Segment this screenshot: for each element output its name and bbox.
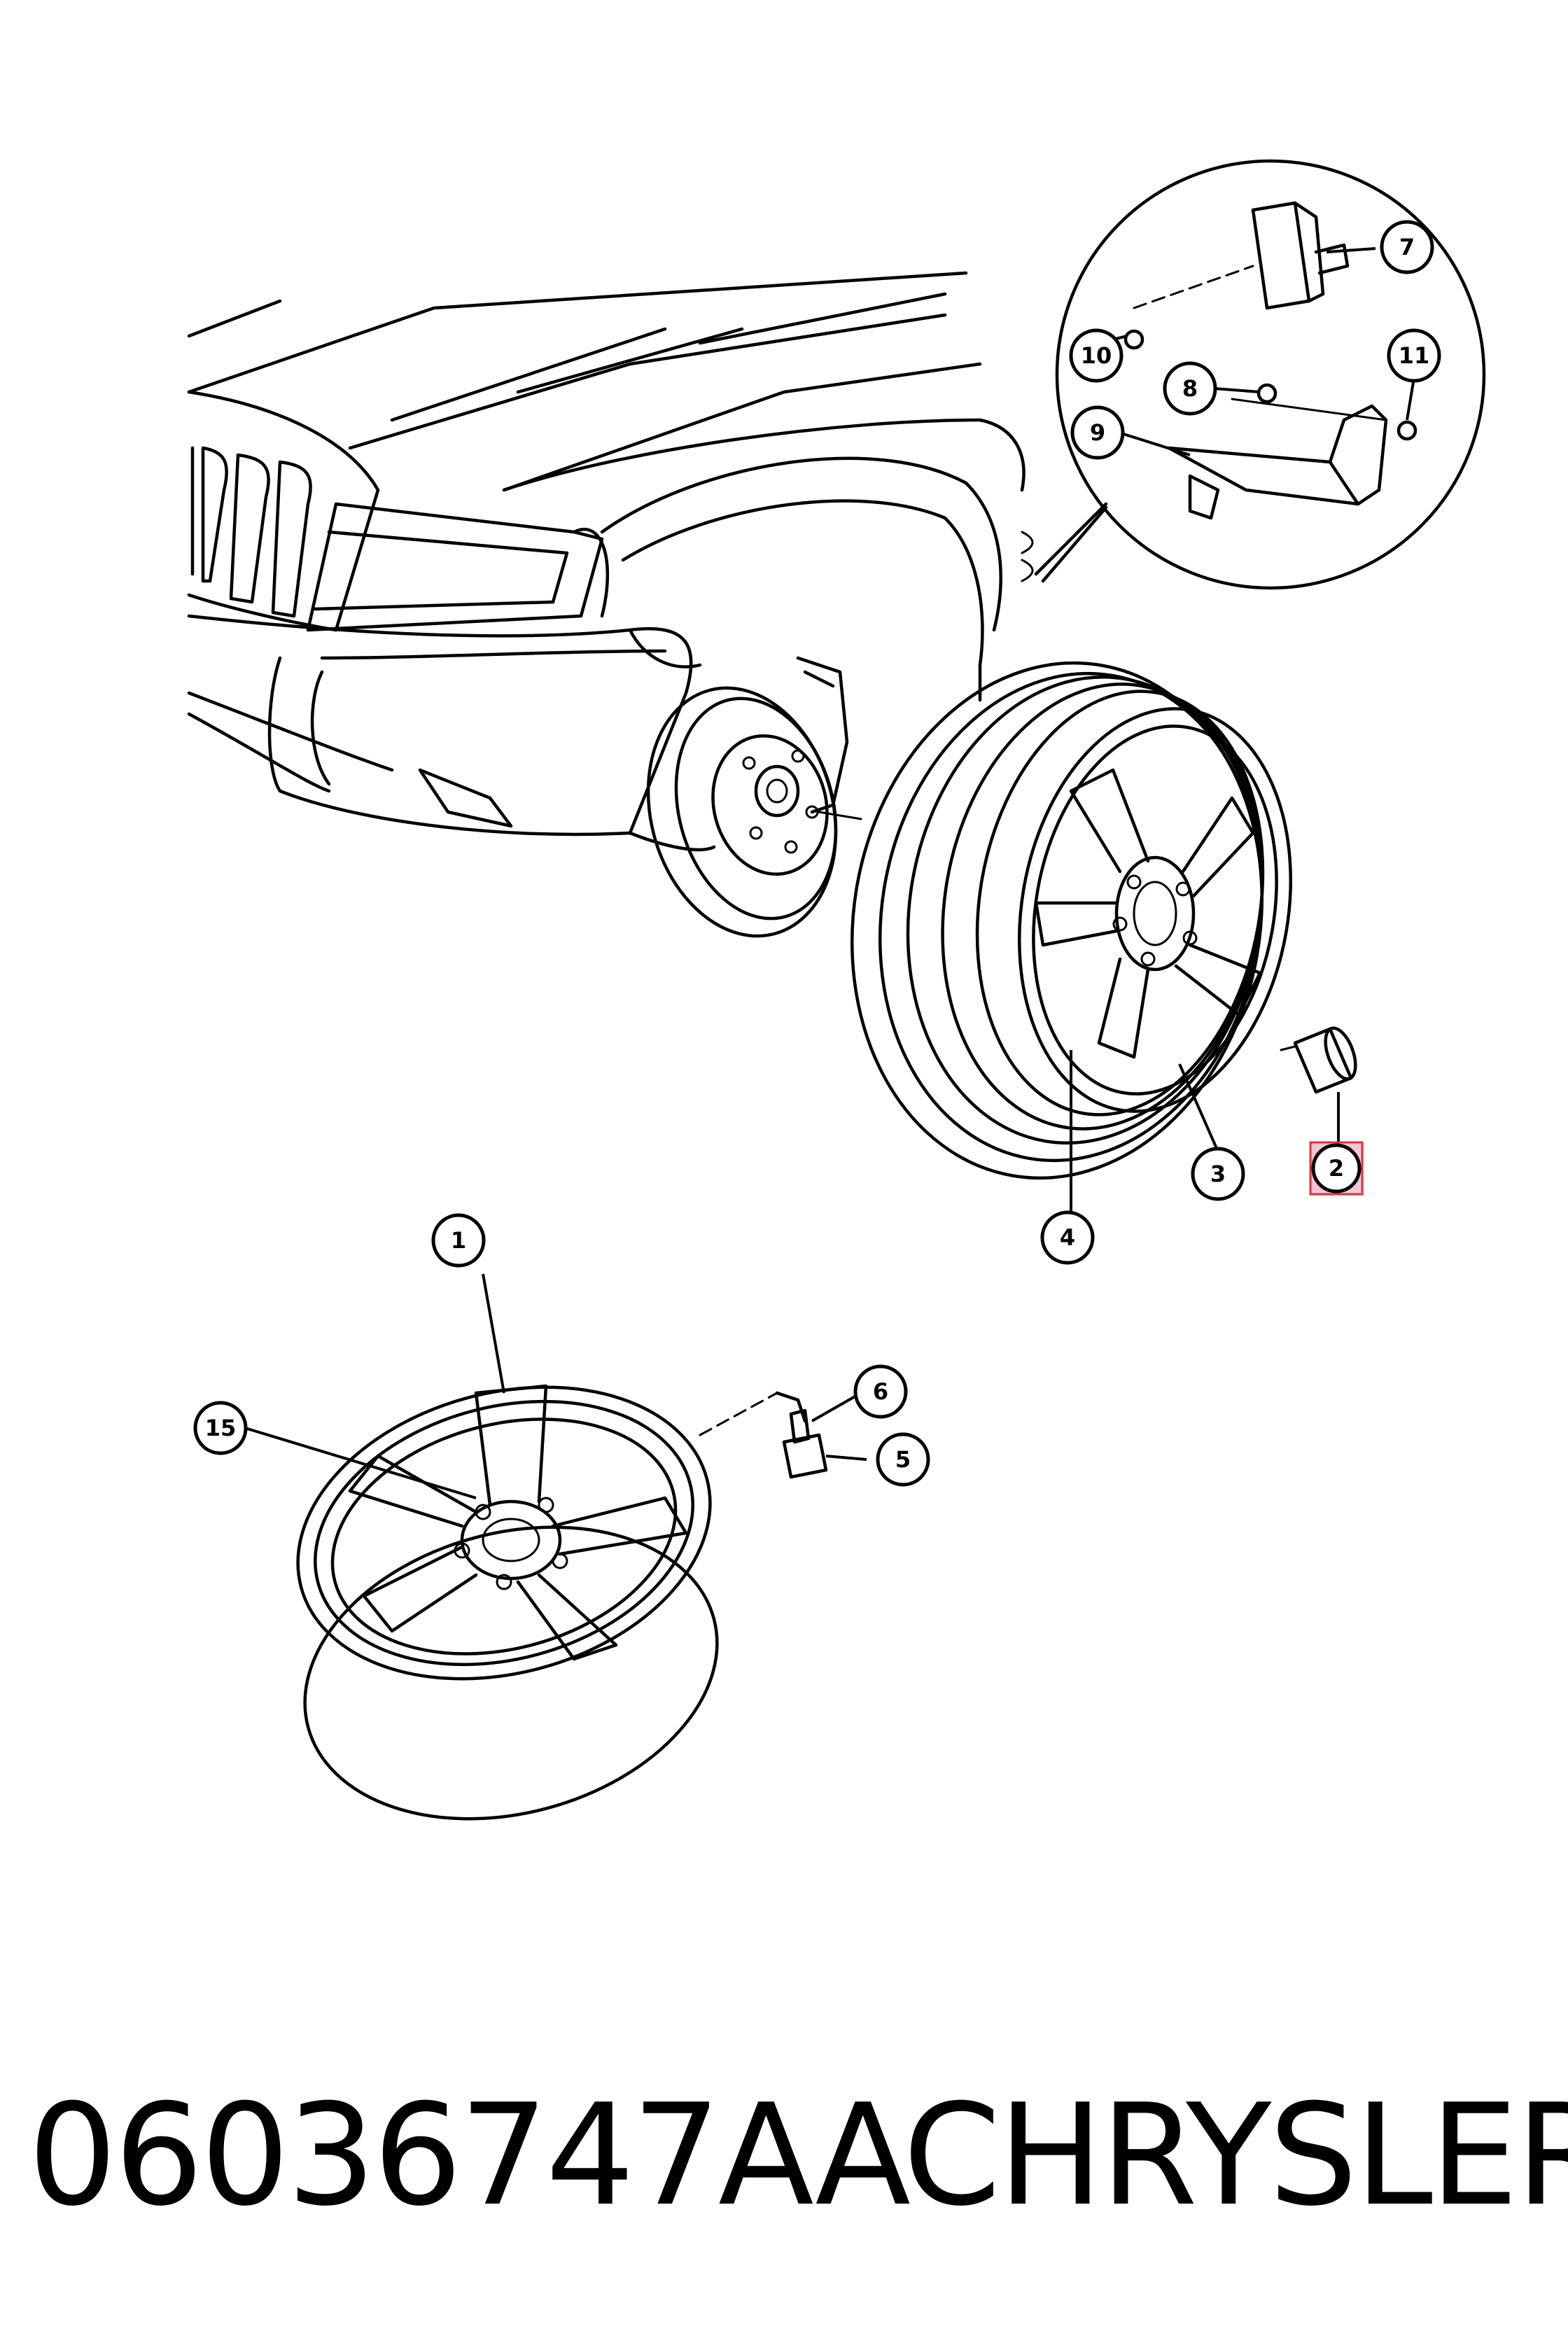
callout-4[interactable]: 4 [1040,1210,1095,1265]
callout-11[interactable]: 11 [1387,328,1441,383]
callout-7-label: 7 [1399,234,1415,260]
brand-name: CHRYSLER [903,2074,1568,2237]
callout-15[interactable]: 15 [193,1401,248,1455]
callout-leaders [244,247,1415,1499]
callout-2-label: 2 [1329,1155,1344,1182]
callout-7[interactable]: 7 [1380,220,1434,274]
callout-9-label: 9 [1090,419,1105,446]
callout-8[interactable]: 8 [1163,361,1217,416]
callout-10-label: 10 [1081,342,1112,369]
callout-3-label: 3 [1210,1161,1226,1187]
callout-5-label: 5 [895,1446,911,1473]
lug-nut-illustration [1280,1026,1357,1094]
callout-4-label: 4 [1060,1224,1075,1251]
callout-1[interactable]: 1 [431,1213,486,1268]
sensor-inset [1041,159,1486,590]
callout-1-label: 1 [451,1227,466,1254]
part-number: 06036747AA [28,2074,911,2237]
callout-5[interactable]: 5 [876,1432,930,1487]
callout-2[interactable]: 2 [1309,1141,1364,1196]
spare-wheel-illustration [296,1384,719,1821]
callout-8-label: 8 [1182,375,1198,402]
callout-6[interactable]: 6 [853,1364,908,1419]
callout-6-label: 6 [873,1378,888,1405]
callout-10[interactable]: 10 [1069,328,1124,383]
callout-9[interactable]: 9 [1070,405,1125,460]
brake-rotor-hub [646,656,862,938]
callout-3[interactable]: 3 [1191,1147,1245,1201]
callout-15-label: 15 [205,1415,237,1441]
callout-11-label: 11 [1399,342,1430,369]
tpms-sensor-illustration [699,1391,828,1479]
vehicle-front-illustration [187,271,1108,852]
tire-wheel-assembly [850,661,1293,1180]
